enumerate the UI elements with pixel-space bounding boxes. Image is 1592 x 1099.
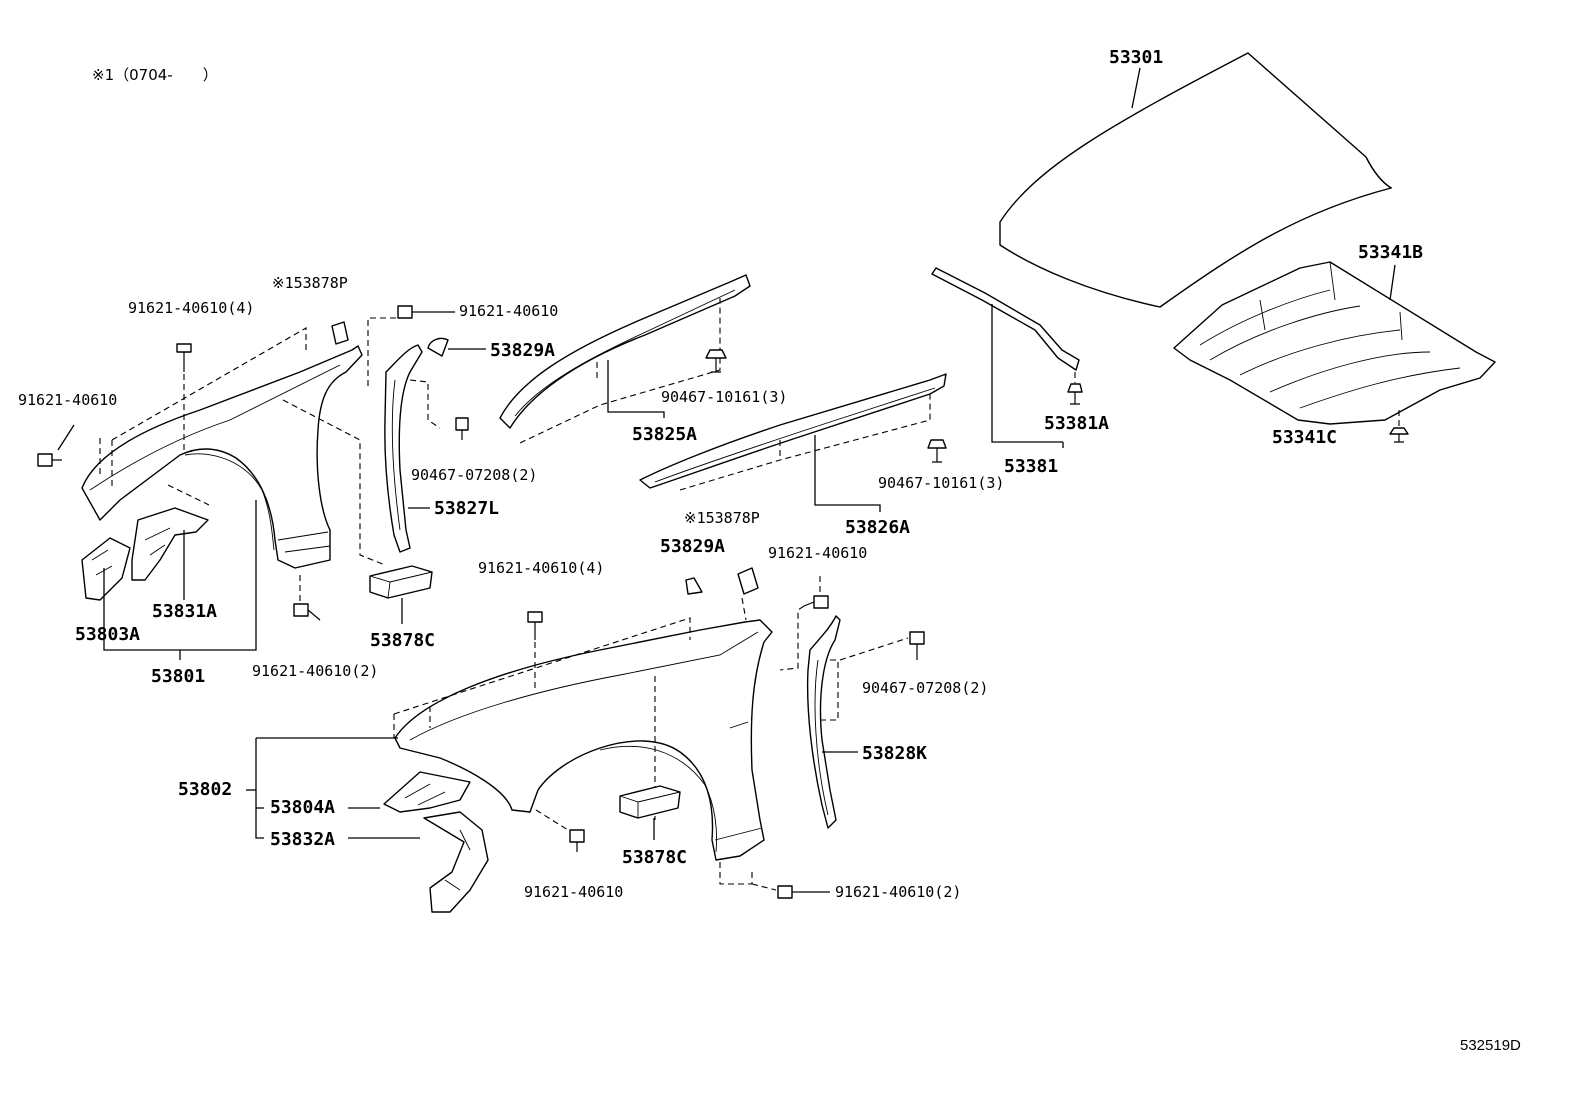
label-53803A: 53803A bbox=[75, 624, 140, 645]
dash-53802-b bbox=[393, 617, 691, 715]
label-53802: 53802 bbox=[178, 779, 232, 800]
dash-53828K bbox=[820, 659, 839, 721]
dash-53801-d bbox=[167, 484, 210, 506]
leader-53381 bbox=[991, 304, 1063, 443]
label-53832A: 53832A bbox=[270, 829, 335, 850]
label-53341B: 53341B bbox=[1358, 242, 1423, 263]
label-53341C: 53341C bbox=[1272, 427, 1337, 448]
label-91621-40610-4-mid: 91621-40610(4) bbox=[478, 559, 604, 577]
liner-53828K bbox=[806, 615, 841, 829]
hood-insulator-53341B bbox=[1173, 261, 1496, 425]
screw-90467-07208-2-top bbox=[455, 417, 469, 440]
dash-bolt-2-bot bbox=[719, 862, 753, 885]
label-90467-07208-2-right: 90467-07208(2) bbox=[862, 679, 988, 697]
label-53878C-top: 53878C bbox=[370, 630, 435, 651]
dash-bolt-2-bot-b bbox=[751, 883, 777, 891]
pad-53878C-bot bbox=[619, 785, 681, 819]
trim-53829A-mid bbox=[685, 577, 703, 595]
clip-90467-10161-mid bbox=[927, 439, 947, 463]
label-53878C-bot: 53878C bbox=[622, 847, 687, 868]
label-53829A-top: 53829A bbox=[490, 340, 555, 361]
applicability-note: ※1（0704- ） bbox=[92, 66, 218, 84]
dash-bolt-bot bbox=[535, 809, 569, 831]
pad-53878P-mid bbox=[737, 567, 759, 595]
pad-53878C-top bbox=[369, 565, 433, 599]
dash-53826A bbox=[679, 392, 931, 491]
clip-90467-10161-top bbox=[705, 349, 727, 373]
label-53831A: 53831A bbox=[152, 601, 217, 622]
label-53381: 53381 bbox=[1004, 456, 1058, 477]
dash-91621-40610-top bbox=[367, 317, 396, 390]
dash-53801-e bbox=[282, 399, 386, 566]
bracket-53804A bbox=[383, 771, 471, 813]
dash-53801-b bbox=[111, 327, 307, 441]
bolt-91621-40610-4-top bbox=[176, 343, 192, 372]
label-91621-40610-2-bot: 91621-40610(2) bbox=[835, 883, 961, 901]
bolt-91621-40610-2-bot bbox=[777, 885, 800, 899]
bolt-91621-40610-left bbox=[37, 453, 62, 467]
label-90467-10161-3-mid: 90467-10161(3) bbox=[878, 474, 1004, 492]
dash-bolt-mid-right-b bbox=[779, 605, 805, 671]
label-90467-10161-3-top: 90467-10161(3) bbox=[661, 388, 787, 406]
fender-53801 bbox=[81, 345, 363, 569]
label-53828K: 53828K bbox=[862, 743, 927, 764]
pad-53878P-top bbox=[331, 321, 349, 345]
label-91621-40610-top: 91621-40610 bbox=[459, 302, 558, 320]
leader-53825A bbox=[607, 360, 665, 418]
bolt-91621-40610-2-mid bbox=[293, 603, 321, 621]
fender-seal-53826A bbox=[639, 373, 947, 489]
bolt-91621-40610-4-mid bbox=[527, 611, 543, 640]
label-91621-40610-2-mid: 91621-40610(2) bbox=[252, 662, 378, 680]
label-53804A: 53804A bbox=[270, 797, 335, 818]
hood-53301 bbox=[999, 52, 1393, 308]
label-53826A: 53826A bbox=[845, 517, 910, 538]
label-53827L: 53827L bbox=[434, 498, 499, 519]
bracket-53803A bbox=[81, 537, 131, 601]
fender-53802 bbox=[394, 619, 773, 861]
bolt-91621-40610-mid bbox=[803, 595, 829, 609]
label-53381A: 53381A bbox=[1044, 413, 1109, 434]
leader-53802 bbox=[255, 737, 398, 839]
leader-53826A bbox=[814, 435, 881, 512]
bolt-91621-40610-bot bbox=[569, 829, 585, 852]
clip-53341C bbox=[1389, 427, 1409, 443]
label-91621-40610-4-top: 91621-40610(4) bbox=[128, 299, 254, 317]
screw-90467-07208-2-right bbox=[909, 631, 925, 660]
trim-53829A-top bbox=[427, 337, 449, 357]
label-53825A: 53825A bbox=[632, 424, 697, 445]
label-53878P-mid: ※153878P bbox=[684, 509, 760, 527]
liner-53827L bbox=[384, 344, 423, 553]
dash-screw-right bbox=[839, 637, 909, 661]
label-53801: 53801 bbox=[151, 666, 205, 687]
bracket-53832A bbox=[423, 811, 489, 913]
label-53829A-mid: 53829A bbox=[660, 536, 725, 557]
dash-53802-e bbox=[741, 597, 747, 621]
clip-53381A bbox=[1067, 383, 1083, 405]
label-91621-40610-bot: 91621-40610 bbox=[524, 883, 623, 901]
label-53878P-top: ※153878P bbox=[272, 274, 348, 292]
diagram-code: 532519D bbox=[1460, 1037, 1521, 1054]
leader-53341B bbox=[1389, 264, 1396, 301]
label-91621-40610-mid: 91621-40610 bbox=[768, 544, 867, 562]
bracket-53831A bbox=[131, 507, 209, 581]
dash-53827L bbox=[409, 379, 441, 429]
leader-53301 bbox=[1131, 67, 1141, 109]
dash-53825A bbox=[519, 298, 721, 444]
leader-91621-40610-left bbox=[57, 424, 75, 451]
label-90467-07208-2-top: 90467-07208(2) bbox=[411, 466, 537, 484]
label-91621-40610-left: 91621-40610 bbox=[18, 391, 117, 409]
fender-seal-53825A bbox=[499, 274, 751, 429]
label-53301: 53301 bbox=[1109, 47, 1163, 68]
hood-seal-53381 bbox=[931, 267, 1080, 371]
bolt-91621-40610-top bbox=[397, 305, 420, 319]
